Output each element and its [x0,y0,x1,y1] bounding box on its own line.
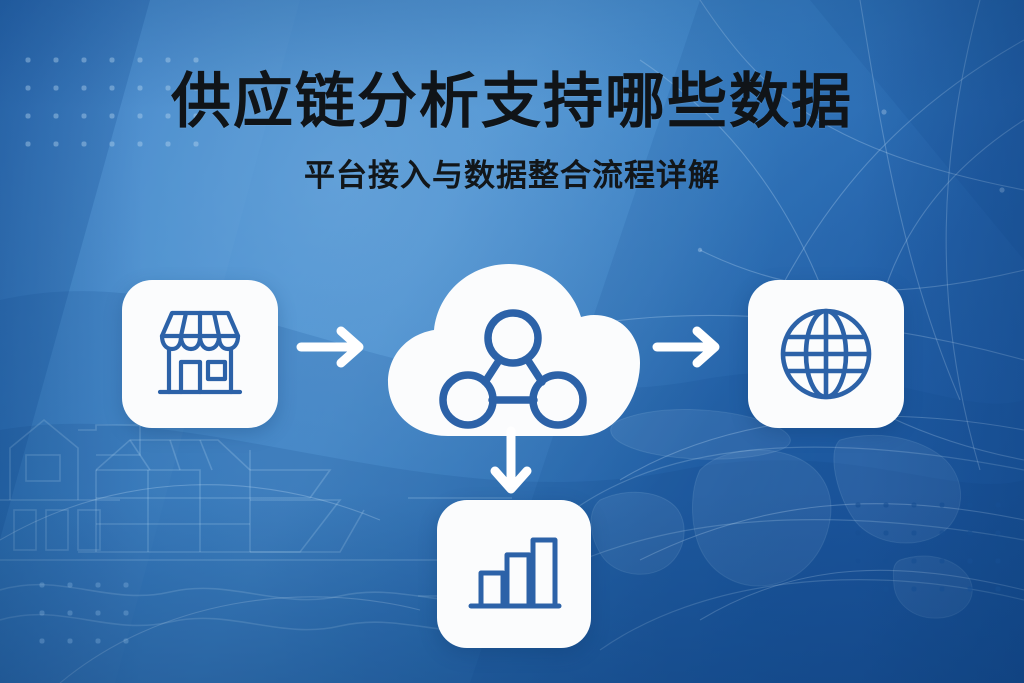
flow-node-cloud: cloud-network-icon [382,260,644,450]
page-title: 供应链分析支持哪些数据 [171,68,853,135]
flow-node-globe: globe-icon [748,280,904,428]
flow-arrow-store-to-cloud: arrow-right-icon [296,324,370,370]
arrow-down-icon [490,426,532,494]
page-subtitle: 平台接入与数据整合流程详解 [304,158,720,193]
flow-arrow-cloud-to-globe: arrow-right-icon [652,324,726,370]
globe-icon [780,308,872,400]
flow-node-chart: bar-chart-icon [437,500,591,648]
flow-node-store: storefront-icon [122,280,278,428]
storefront-icon [157,310,243,395]
arrow-right-icon [652,326,720,368]
cloud-network-icon [388,264,640,436]
dot-grid-bottom-left [22,565,140,657]
bar-chart-icon [468,537,562,609]
dot-grid-bottom-right [838,485,1010,605]
flow-arrow-cloud-to-chart: arrow-down-icon [485,426,537,500]
arrow-right-icon [296,326,364,368]
heading-block: 供应链分析支持哪些数据 平台接入与数据整合流程详解 [0,68,1024,193]
dot-grid-top-left [8,40,208,162]
flow-diagram: storefront-icon [0,264,1024,668]
